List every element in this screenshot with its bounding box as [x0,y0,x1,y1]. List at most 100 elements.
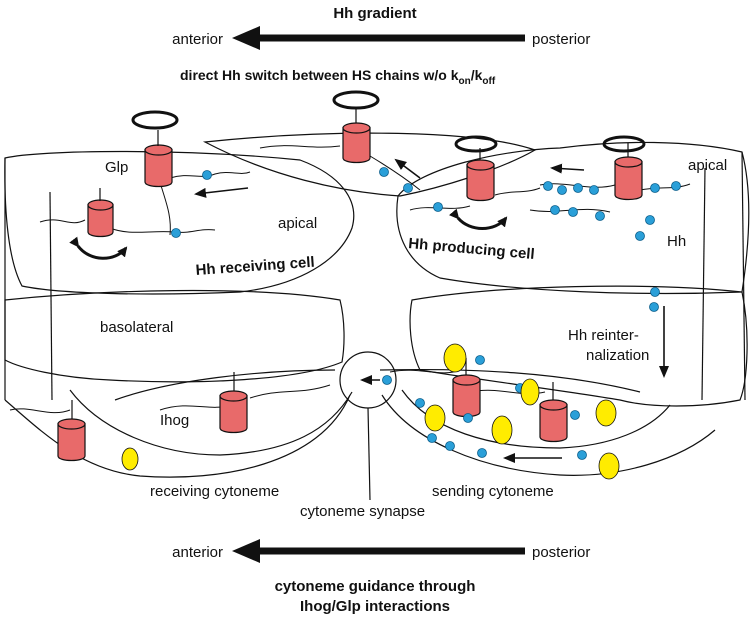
ihog [424,404,446,432]
receptor [57,400,86,462]
receiving-cell-basolateral [4,289,345,383]
receiving-cell-label: Hh receiving cell [195,254,315,279]
producing-cell-apical [396,141,750,295]
hh-molecule [650,183,660,193]
hh-molecule [577,450,587,460]
hh-molecule [202,170,212,180]
right-inner-wall [701,167,706,401]
hh-molecule [171,228,181,238]
hh-molecule [595,211,605,221]
hh-molecule [427,433,437,443]
hs-chain [249,384,331,399]
gradient-title: Hh gradient [333,5,416,22]
sending-inner-floor [379,368,641,393]
transfer-arrow [550,163,585,174]
ihog [443,343,467,373]
rotate-icon [454,135,498,153]
ihog [520,378,540,406]
bottom-gradient: anterior posterior cytoneme guidance thr… [172,539,590,615]
hs-chain [169,171,251,179]
hh-molecule [433,202,443,212]
receptor [452,358,481,418]
hh-molecule [382,375,392,385]
hh-molecule [649,302,659,312]
hs-chain [159,181,171,236]
hh-molecule [568,207,578,217]
ihog-ellipses [121,343,620,480]
gradient-arrow-head [232,26,260,50]
hh-molecule [445,441,455,451]
hh-molecule [557,185,567,195]
hh-molecule [403,183,413,193]
sending-cytoneme-outer [381,394,716,476]
receptor [342,108,371,164]
caption-line-1: cytoneme guidance through [275,578,476,595]
transfer-arrow [194,187,249,198]
hs-chain [109,227,216,233]
receiving-cytoneme-outer [4,394,351,478]
hh-dots [171,167,681,460]
sending-cytoneme-label: sending cytoneme [432,483,554,500]
receiving-cell-apical [4,150,355,295]
hh-molecule [589,185,599,195]
labels: Glp apical Hh receiving cell Hh producin… [100,157,727,520]
bottom-arrow-head [232,539,260,563]
hs-chain [639,183,691,191]
rotation-arrows [69,90,646,260]
hh-molecule [645,215,655,225]
ihog [121,447,139,471]
ihog-receptor [219,372,248,434]
caption-line-2: Ihog/Glp interactions [300,598,450,615]
posterior-label-top: posterior [532,31,590,48]
hh-molecule [671,181,681,191]
transfer-arrow [394,158,421,179]
receiving-cytoneme-inner [69,389,353,456]
flow-arrows [194,158,669,463]
hh-molecule [650,287,660,297]
hh-molecule [379,167,389,177]
hh-label: Hh [667,233,686,250]
apical-label-right: apical [688,157,727,174]
rotate-icon [69,236,128,260]
top-gradient: Hh gradient anterior posterior direct Hh… [172,5,590,87]
hh-molecule [415,398,425,408]
rotate-icon [448,208,508,230]
right-wall [741,151,746,401]
hh-molecule [477,448,487,458]
ihog-label: Ihog [160,412,189,429]
hs-chain [369,155,421,191]
ihog [595,399,617,427]
receiving-inner-floor [114,369,336,401]
subtitle: direct Hh switch between HS chains w/o k… [180,67,496,87]
receptor [614,143,643,201]
hh-molecule [463,413,473,423]
receptor [87,188,114,238]
hh-molecule [573,183,583,193]
hh-molecule [570,410,580,420]
glp-receptor [144,130,173,188]
hh-molecule [475,355,485,365]
receptor [539,382,568,443]
receptor [466,148,495,202]
receiving-cytoneme-label: receiving cytoneme [150,483,279,500]
reinternalization-label-1: Hh reinter- [568,327,639,344]
hh-molecule [543,181,553,191]
hs-chain [9,408,71,414]
hh-molecule [635,231,645,241]
posterior-label-bottom: posterior [532,544,590,561]
rotate-icon [131,110,179,130]
synapse-pointer [367,407,371,501]
hs-chains [9,145,691,414]
anterior-label-top: anterior [172,31,223,48]
hs-chain [259,145,341,149]
hh-molecule [550,205,560,215]
ihog [598,452,620,480]
anterior-label-bottom: anterior [172,544,223,561]
cytoneme-synapse-label: cytoneme synapse [300,503,425,520]
hs-chain [494,187,541,196]
rotate-icon [602,135,646,153]
glp-label: Glp [105,159,128,176]
receptors [57,108,643,462]
producing-cell-label: Hh producing cell [408,235,536,263]
